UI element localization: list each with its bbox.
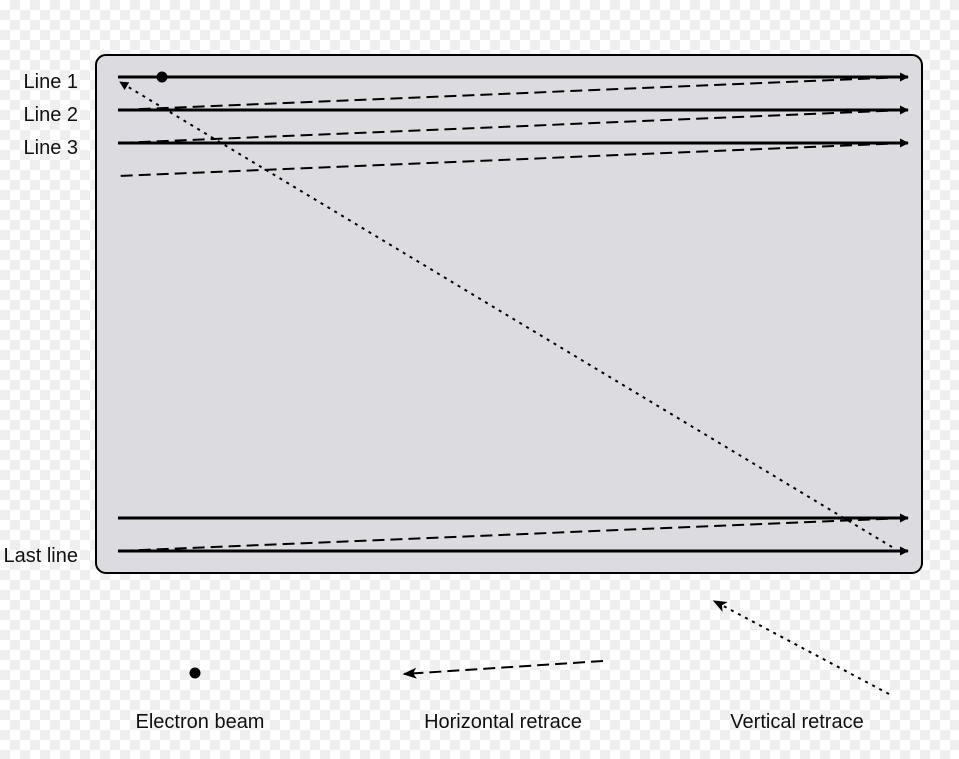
legend-horizontal-retrace-arrow xyxy=(402,660,604,679)
electron-beam-dot xyxy=(156,71,168,83)
legend-vertical-retrace-arrow xyxy=(712,600,890,695)
legend-horizontal-retrace-label: Horizontal retrace xyxy=(424,711,582,733)
line-3-label: Line 3 xyxy=(24,137,79,159)
legend-vertical-retrace-label: Vertical retrace xyxy=(730,711,863,733)
horizontal-retrace-2 xyxy=(117,109,907,144)
vertical-retrace-path xyxy=(119,81,893,548)
legend-electron-beam-label: Electron beam xyxy=(136,711,265,733)
line-1-label: Line 1 xyxy=(24,71,79,93)
horizontal-retrace-3 xyxy=(117,142,907,177)
legend-electron-beam-dot xyxy=(189,667,201,679)
horizontal-retrace-last xyxy=(117,517,907,552)
horizontal-retrace-1 xyxy=(117,76,907,111)
line-2-label: Line 2 xyxy=(24,104,79,126)
crt-screen xyxy=(95,54,923,574)
last-line-label: Last line xyxy=(4,545,79,567)
